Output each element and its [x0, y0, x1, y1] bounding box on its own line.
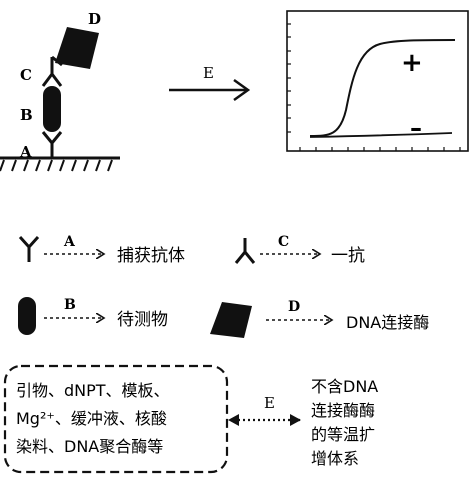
- assay-label-b: B: [20, 106, 33, 124]
- surface-hatching: [0, 159, 113, 172]
- ligase-icon: [210, 302, 252, 338]
- equivalence-arrow-label: E: [264, 394, 275, 412]
- legend-primary-antibody: C 一抗: [234, 234, 365, 266]
- reaction-arrow: E: [169, 64, 251, 102]
- analyte-shape: [43, 86, 61, 132]
- result-line-2: 连接酶酶: [311, 401, 375, 420]
- ligase-arrow-label: D: [288, 299, 300, 315]
- result-line-1: 不含DNA: [311, 377, 378, 396]
- capture-antibody-text: 捕获抗体: [117, 246, 185, 266]
- assay-schematic: A B C D: [0, 10, 120, 172]
- assay-label-c: C: [20, 66, 32, 84]
- primary-antibody-text: 一抗: [331, 246, 365, 266]
- negative-label: –: [410, 114, 422, 142]
- legend-capture-antibody: A 捕获抗体: [18, 234, 185, 266]
- equivalence-arrow: E: [228, 394, 301, 426]
- primary-antibody-icon: [234, 238, 256, 264]
- amplification-plot: + –: [286, 10, 469, 152]
- mix-line-3: 染料、DNA聚合酶等: [16, 437, 163, 456]
- positive-curve: [309, 39, 456, 137]
- capture-antibody-icon: [18, 235, 40, 262]
- legend-analyte: B 待测物: [18, 297, 168, 335]
- plot-ticks: [287, 23, 461, 151]
- mix-line-2: Mg²⁺、缓冲液、核酸: [16, 409, 167, 428]
- mix-line-1: 引物、dNPT、模板、: [16, 381, 170, 400]
- legend-ligase: D DNA连接酶: [210, 299, 429, 338]
- analyte-icon: [18, 297, 36, 335]
- capture-antibody-arrow-label: A: [63, 234, 76, 250]
- assay-label-a: A: [19, 143, 32, 161]
- negative-curve: [309, 132, 453, 138]
- capture-antibody-shape: [41, 131, 63, 158]
- ligase-shape: [55, 27, 99, 69]
- result-line-3: 的等温扩: [311, 425, 375, 444]
- plot-frame: [286, 10, 469, 152]
- assay-label-d: D: [88, 10, 101, 28]
- analyte-arrow-label: B: [64, 297, 76, 313]
- result-line-4: 增体系: [311, 449, 359, 468]
- reaction-mix-box: 引物、dNPT、模板、 Mg²⁺、缓冲液、核酸 染料、DNA聚合酶等: [3, 364, 229, 474]
- primary-antibody-arrow-label: C: [278, 234, 289, 250]
- positive-label: +: [401, 48, 423, 78]
- ligase-text: DNA连接酶: [346, 313, 429, 332]
- analyte-text: 待测物: [117, 310, 168, 330]
- isothermal-system-text: 不含DNA 连接酶酶 的等温扩 增体系: [311, 377, 378, 468]
- reaction-arrow-label: E: [203, 64, 214, 82]
- mix-box-border: [3, 364, 229, 474]
